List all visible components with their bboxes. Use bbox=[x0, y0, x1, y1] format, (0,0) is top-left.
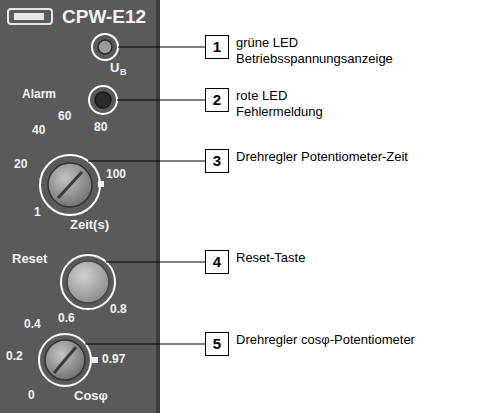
callout-label: Reset-Taste bbox=[236, 250, 305, 266]
panel-label: 0.6 bbox=[58, 312, 75, 324]
highlight-circle bbox=[92, 34, 118, 60]
leader-line bbox=[117, 99, 205, 100]
panel-label: 20 bbox=[14, 158, 27, 170]
panel-label: 0.4 bbox=[24, 318, 41, 330]
callout-label: Drehregler cosφ-Potentiometer bbox=[236, 332, 415, 348]
highlight-circle bbox=[89, 86, 117, 114]
panel-label: U bbox=[110, 61, 119, 74]
callout-box: 5Drehregler cosφ-Potentiometer bbox=[205, 332, 229, 356]
leader-line bbox=[88, 160, 205, 161]
device-panel bbox=[0, 0, 160, 413]
panel-label: Alarm bbox=[22, 88, 56, 100]
reset-button bbox=[67, 261, 109, 303]
panel-label: B bbox=[120, 68, 127, 77]
leader-line bbox=[106, 261, 205, 262]
callout-box: 2rote LED Fehlermeldung bbox=[205, 88, 229, 112]
panel-label: Cosφ bbox=[74, 389, 108, 402]
panel-label: 0 bbox=[28, 389, 35, 401]
panel-label: 80 bbox=[94, 121, 107, 133]
callout-box: 4Reset-Taste bbox=[205, 250, 229, 274]
callout-number: 5 bbox=[206, 333, 228, 351]
highlight-circle bbox=[39, 334, 91, 386]
panel-label: 0.2 bbox=[6, 350, 23, 362]
panel-label: 40 bbox=[32, 124, 45, 136]
knob-slot bbox=[58, 172, 82, 198]
callout-box: 1grüne LED Betriebsspannungsanzeige bbox=[205, 35, 229, 59]
logo-mark bbox=[14, 13, 44, 20]
panel-label: 0.8 bbox=[110, 303, 127, 315]
scale-marker bbox=[92, 357, 98, 363]
panel-label: Reset bbox=[12, 252, 47, 265]
callout-label: grüne LED Betriebsspannungsanzeige bbox=[236, 35, 416, 67]
logo-mark bbox=[8, 9, 52, 24]
leader-line bbox=[85, 343, 205, 344]
callout-number: 2 bbox=[206, 89, 228, 107]
panel-label: CPW-E12 bbox=[62, 7, 146, 26]
red-led bbox=[95, 92, 111, 108]
panel-label: Zeit(s) bbox=[70, 218, 109, 231]
highlight-circle bbox=[61, 255, 115, 309]
panel-label: 1 bbox=[34, 206, 41, 218]
leader-line bbox=[118, 46, 205, 47]
panel-label: 100 bbox=[106, 168, 126, 180]
callout-label: rote LED Fehlermeldung bbox=[236, 88, 356, 120]
highlight-circle bbox=[40, 155, 100, 215]
callout-box: 3Drehregler Potentiometer-Zeit bbox=[205, 149, 229, 173]
panel-label: 60 bbox=[58, 110, 71, 122]
panel-label: 0.97 bbox=[102, 353, 125, 365]
callout-number: 3 bbox=[206, 150, 228, 168]
green-led bbox=[98, 40, 112, 54]
time-knob bbox=[48, 163, 92, 207]
knob-slot bbox=[54, 347, 76, 373]
callout-number: 1 bbox=[206, 36, 228, 54]
panel-edge bbox=[156, 0, 160, 413]
cos-knob bbox=[45, 340, 85, 380]
callout-label: Drehregler Potentiometer-Zeit bbox=[236, 149, 408, 165]
callout-number: 4 bbox=[206, 251, 228, 269]
